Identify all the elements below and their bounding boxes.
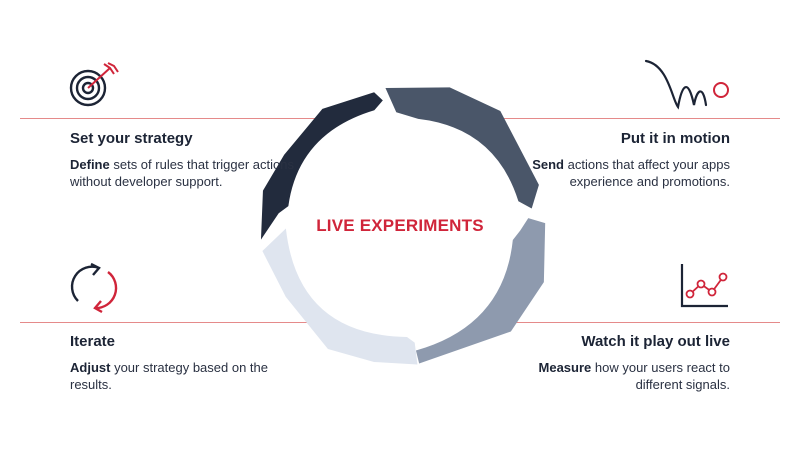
- cycle-segment-3: [415, 218, 546, 364]
- step-description: Measure how your users react to differen…: [490, 359, 730, 393]
- step-text: how your users react to different signal…: [591, 360, 730, 392]
- step-text: your strategy based on the results.: [70, 360, 268, 392]
- step-card-motion: Put it in motion Send actions that affec…: [490, 130, 730, 190]
- step-card-strategy: Set your strategy Define sets of rules t…: [70, 130, 310, 190]
- target-icon: [69, 62, 119, 107]
- step-text: actions that affect your apps experience…: [564, 157, 730, 189]
- step-description: Send actions that affect your apps exper…: [490, 156, 730, 190]
- step-lead: Define: [70, 157, 110, 172]
- step-card-watch: Watch it play out live Measure how your …: [490, 333, 730, 393]
- step-lead: Measure: [538, 360, 592, 375]
- cycle-segment-4: [262, 228, 418, 365]
- cycle-segment-1: [260, 92, 383, 240]
- bounce-ball-icon: [644, 59, 729, 110]
- cycle-segment-2: [385, 87, 539, 209]
- step-title: Watch it play out live: [581, 333, 730, 350]
- step-title: Set your strategy: [70, 130, 193, 147]
- center-label: LIVE EXPERIMENTS: [316, 216, 484, 235]
- step-description: Adjust your strategy based on the result…: [70, 359, 310, 393]
- line-chart-icon: [680, 264, 728, 308]
- step-lead: Send: [532, 157, 565, 172]
- divider-top-left: [20, 118, 328, 119]
- step-title: Put it in motion: [620, 130, 730, 147]
- step-lead: Adjust: [70, 360, 111, 375]
- divider-bottom-right: [485, 322, 780, 323]
- step-text: sets of rules that trigger actions witho…: [70, 157, 294, 189]
- divider-top-right: [472, 118, 780, 119]
- step-card-iterate: Iterate Adjust your strategy based on th…: [70, 333, 310, 393]
- divider-bottom-left: [20, 322, 315, 323]
- refresh-arrows-icon: [70, 262, 118, 314]
- step-description: Define sets of rules that trigger action…: [70, 156, 310, 190]
- step-title: Iterate: [70, 333, 116, 350]
